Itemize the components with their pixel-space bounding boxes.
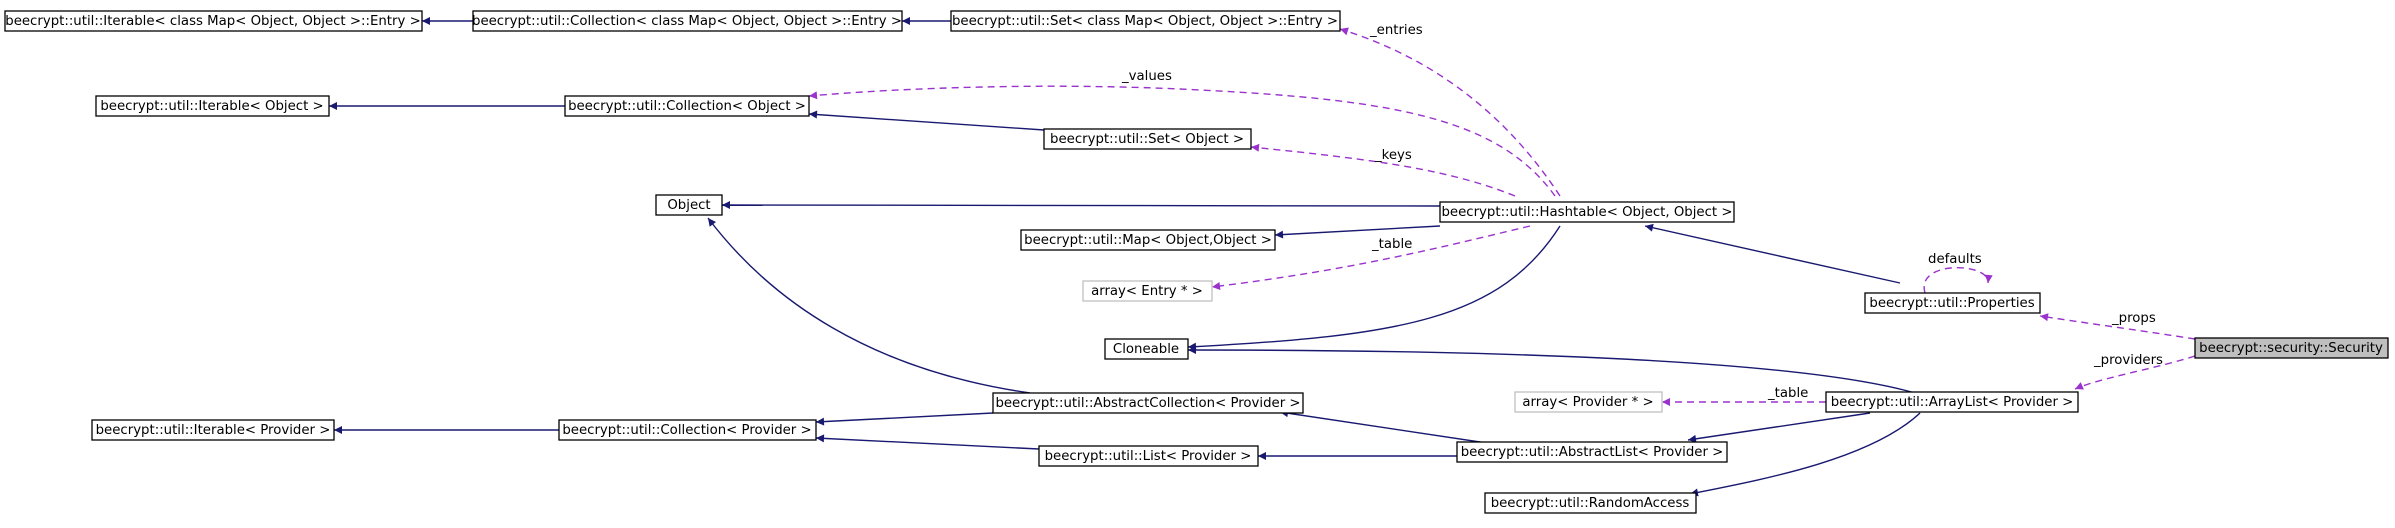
node-list-provider[interactable]: beecrypt::util::List< Provider >	[1038, 445, 1259, 467]
edge-properties-defaults	[1923, 267, 1993, 294]
node-hashtable-object-object[interactable]: beecrypt::util::Hashtable< Object, Objec…	[1439, 201, 1735, 223]
edge-hashtable-entries	[1339, 27, 1561, 197]
node-object[interactable]: Object	[655, 194, 723, 216]
edge-label-table-arraylist: _table	[1767, 386, 1808, 401]
edge-abslist-to-abscoll	[1279, 409, 1501, 446]
edge-security-props	[2039, 313, 2196, 340]
edge-arraylist-to-cloneable	[1187, 346, 1916, 394]
node-label: array< Entry * >	[1091, 284, 1203, 299]
node-iterable-map-entry[interactable]: beecrypt::util::Iterable< class Map< Obj…	[4, 10, 423, 32]
edge-label-defaults: defaults	[1928, 252, 1982, 267]
node-label: beecrypt::util::Iterable< Object >	[100, 99, 323, 114]
edge-abscoll-to-object	[707, 217, 1031, 394]
edge-security-providers	[2074, 355, 2196, 390]
node-label: beecrypt::util::ArrayList< Provider >	[1831, 395, 2074, 410]
edge-label-keys: _keys	[1374, 148, 1412, 163]
node-array-entry[interactable]: array< Entry * >	[1082, 280, 1213, 302]
edge-hashtable-to-cloneable	[1187, 225, 1561, 351]
node-label: beecrypt::util::Iterable< Provider >	[96, 423, 331, 438]
node-label: beecrypt::util::AbstractCollection< Prov…	[995, 396, 1300, 411]
node-label: beecrypt::util::Collection< Object >	[568, 99, 806, 114]
edge-hashtable-keys	[1250, 143, 1516, 197]
node-label: array< Provider * >	[1522, 395, 1653, 410]
node-map-object-object[interactable]: beecrypt::util::Map< Object,Object >	[1020, 229, 1276, 251]
edge-hashtable-to-object	[721, 201, 1441, 210]
node-arraylist-provider[interactable]: beecrypt::util::ArrayList< Provider >	[1825, 391, 2079, 413]
node-abstractcollection-provider[interactable]: beecrypt::util::AbstractCollection< Prov…	[992, 392, 1304, 414]
edge-hashtable-to-map	[1274, 225, 1441, 239]
node-iterable-object[interactable]: beecrypt::util::Iterable< Object >	[95, 95, 330, 117]
node-properties[interactable]: beecrypt::util::Properties	[1864, 292, 2041, 314]
node-label: beecrypt::util::AbstractList< Provider >	[1461, 445, 1724, 460]
edge-label-table-hashtable: _table	[1371, 237, 1412, 252]
node-random-access[interactable]: beecrypt::util::RandomAccess	[1484, 492, 1697, 514]
node-label: beecrypt::util::List< Provider >	[1045, 449, 1252, 464]
node-abstractlist-provider[interactable]: beecrypt::util::AbstractList< Provider >	[1456, 441, 1728, 463]
edge-arraylist-to-random-access	[1689, 412, 1921, 497]
edge-hashtable-values	[808, 85, 1556, 197]
node-label: beecrypt::security::Security	[2199, 341, 2383, 356]
node-label: beecrypt::util::Hashtable< Object, Objec…	[1441, 205, 1732, 220]
edge-hashtable-table	[1211, 225, 1531, 290]
node-label: beecrypt::util::Map< Object,Object >	[1024, 233, 1272, 248]
node-cloneable[interactable]: Cloneable	[1104, 338, 1189, 360]
edge-label-values: _values	[1121, 69, 1172, 84]
edge-abscoll-to-coll-prov	[815, 412, 994, 426]
node-security[interactable]: beecrypt::security::Security	[2194, 337, 2389, 359]
node-label: Cloneable	[1113, 342, 1179, 357]
edge-list-prov-to-coll-prov	[815, 434, 1040, 450]
edge-properties-to-hashtable	[1644, 223, 1901, 284]
edge-set-obj-to-coll-obj	[808, 110, 1045, 131]
edge-label-providers: _providers	[2093, 353, 2163, 368]
node-collection-object[interactable]: beecrypt::util::Collection< Object >	[564, 95, 810, 117]
edge-label-props: _props	[2111, 311, 2156, 326]
node-iterable-provider[interactable]: beecrypt::util::Iterable< Provider >	[91, 419, 335, 441]
node-label: beecrypt::util::Collection< Provider >	[562, 423, 811, 438]
node-label: beecrypt::util::Collection< class Map< O…	[472, 14, 902, 29]
edge-label-entries: _entries	[1369, 23, 1423, 38]
node-label: beecrypt::util::Iterable< class Map< Obj…	[5, 14, 420, 29]
node-label: beecrypt::util::Set< class Map< Object, …	[952, 14, 1338, 29]
node-collection-provider[interactable]: beecrypt::util::Collection< Provider >	[558, 419, 817, 441]
node-label: beecrypt::util::RandomAccess	[1491, 496, 1690, 511]
node-label: beecrypt::util::Set< Object >	[1050, 132, 1244, 147]
node-set-object[interactable]: beecrypt::util::Set< Object >	[1043, 128, 1252, 150]
node-array-provider[interactable]: array< Provider * >	[1514, 391, 1663, 413]
node-label: Object	[667, 198, 710, 213]
node-set-map-entry[interactable]: beecrypt::util::Set< class Map< Object, …	[950, 10, 1341, 32]
node-label: beecrypt::util::Properties	[1869, 296, 2034, 311]
edge-arraylist-to-abslist	[1687, 412, 1871, 443]
node-collection-map-entry[interactable]: beecrypt::util::Collection< class Map< O…	[472, 10, 903, 32]
